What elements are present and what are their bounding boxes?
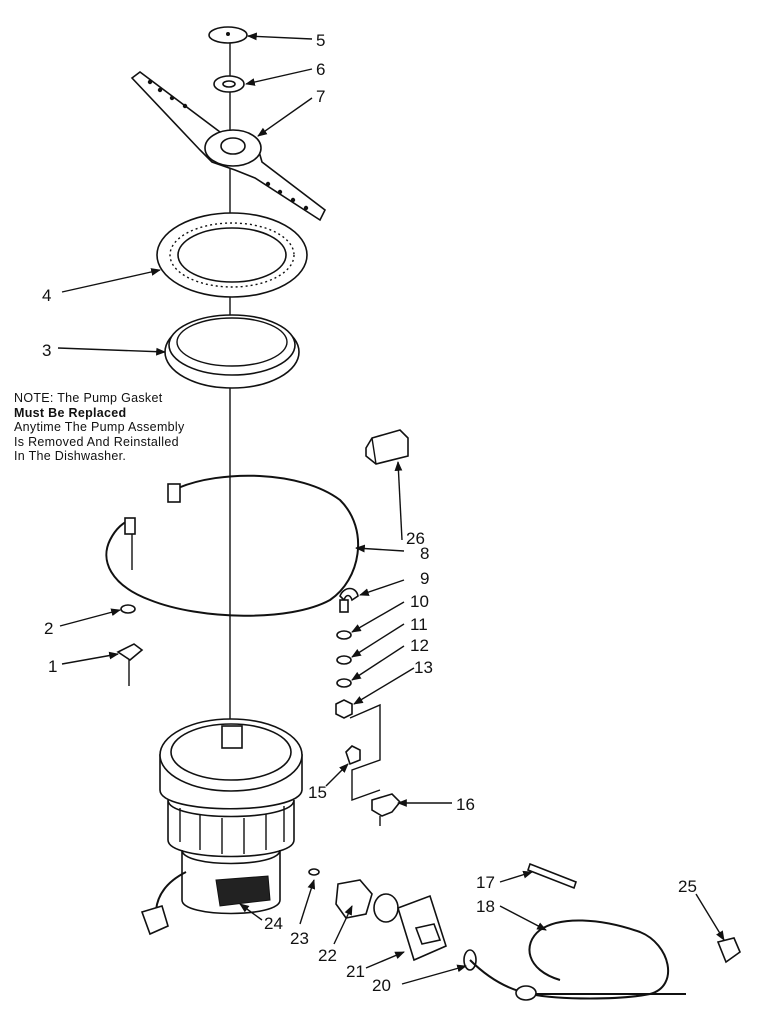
note-line-2: Must Be Replaced [14,405,127,420]
callout-24: 24 [264,914,283,933]
part-6-washer [213,75,245,93]
callout-21: 21 [346,962,365,981]
part-9-elbow [339,587,359,613]
part-5-cap [208,26,248,44]
note-line-5: In The Dishwasher. [14,449,127,463]
callout-6: 6 [316,60,325,79]
part-1-bracket [116,643,144,686]
callout-4: 4 [42,286,51,305]
part-26-clip [365,429,409,465]
part-18-drain-hose [469,919,686,1001]
part-22-connector [335,879,399,923]
callout-16: 16 [456,795,475,814]
part-2-washer [120,604,136,614]
part-21-plate [397,894,447,962]
callout-17: 17 [476,873,495,892]
callout-9: 9 [420,569,429,588]
callout-13: 13 [414,658,433,677]
note-line-1: NOTE: The Pump Gasket [14,391,163,405]
callout-7: 7 [316,87,325,106]
part-8-wire-harness [105,474,360,617]
callout-1: 1 [48,657,57,676]
callout-leaders [57,32,725,985]
callout-5: 5 [316,31,325,50]
callout-8: 8 [420,544,429,563]
pump-gasket-note: NOTE: The Pump Gasket Must Be Replaced A… [14,391,185,464]
callout-25: 25 [678,877,697,896]
part-23-oring [308,868,320,876]
callout-numbers: 5 6 7 4 3 26 8 9 10 11 12 13 2 1 15 16 1… [42,31,697,995]
callout-12: 12 [410,636,429,655]
part-11-washer [336,655,352,665]
note-line-4: Is Removed And Reinstalled [14,434,179,449]
part-24-pump-motor-assembly [140,718,303,936]
part-3-pump-gasket [164,314,300,389]
part-15-clip [345,745,361,766]
callout-2: 2 [44,619,53,638]
part-12-washer [336,678,352,688]
part-10-washer [336,630,352,640]
note-line-3: Anytime The Pump Assembly [14,420,185,434]
callout-20: 20 [372,976,391,995]
callout-11: 11 [410,615,428,634]
part-13-nut [335,699,353,719]
callout-26: 26 [406,529,425,548]
part-4-filter-ring [156,212,308,298]
part-16-bracket [371,793,402,826]
callout-3: 3 [42,341,51,360]
part-17-clamp [527,862,577,890]
callout-15: 15 [308,783,327,802]
part-7-spray-arm [130,71,327,222]
callout-22: 22 [318,946,337,965]
callout-10: 10 [410,592,429,611]
callout-18: 18 [476,897,495,916]
callout-23: 23 [290,929,309,948]
part-25-hose-clamp [716,937,741,964]
